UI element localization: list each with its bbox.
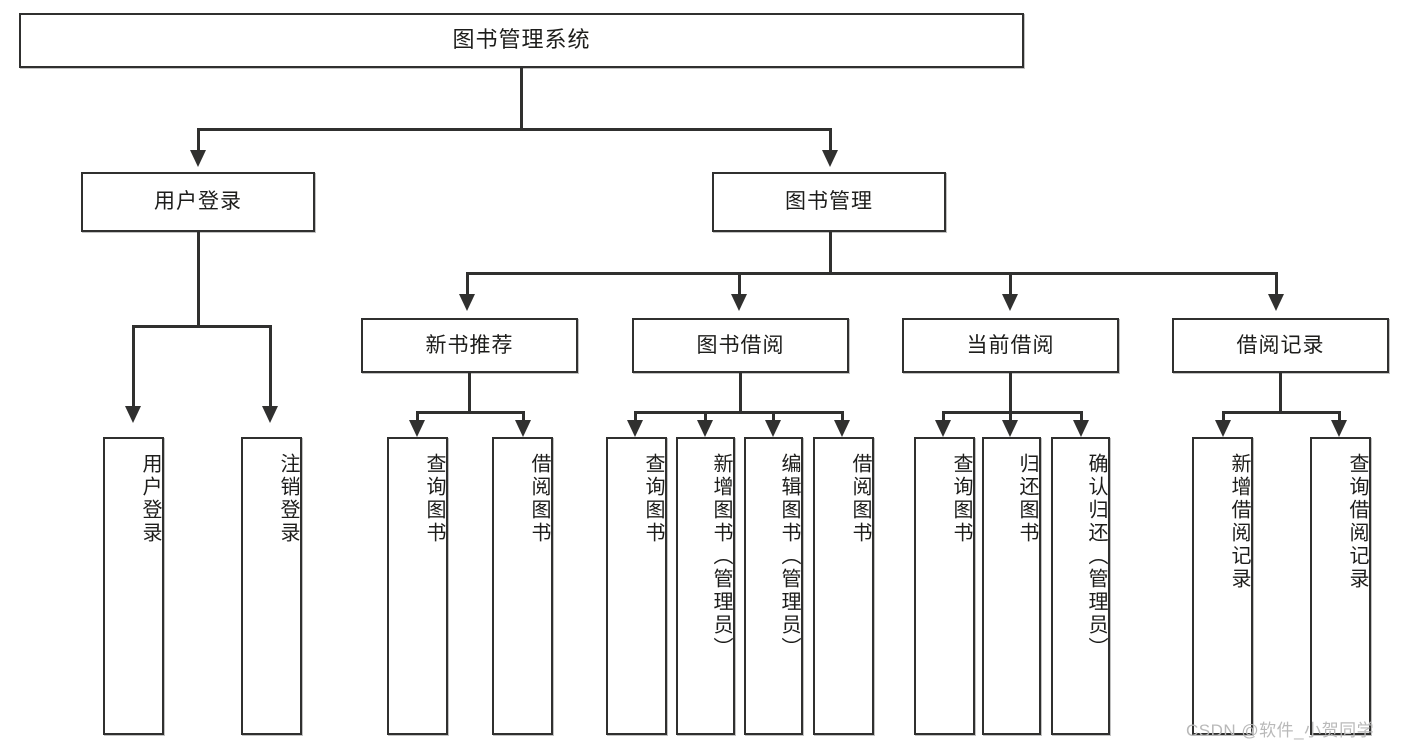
node-label: 查询图书: [950, 453, 972, 545]
node-new-book-rec[interactable]: 新书推荐: [361, 318, 578, 373]
arrow-to-leaf-confirm-return: [1073, 420, 1089, 437]
node-leaf-user-login[interactable]: 用户登录: [103, 437, 164, 735]
connector-user-login-stem: [197, 232, 200, 327]
arrow-to-leaf-add-book: [697, 420, 713, 437]
node-label: 归还图书: [1016, 453, 1038, 545]
connector-new-book-rec-drop-1: [416, 411, 419, 422]
csdn-watermark: CSDN @软件_小贺同学: [1186, 721, 1375, 740]
node-leaf-query-book-3[interactable]: 查询图书: [914, 437, 975, 735]
connector-new-book-rec-stem: [468, 373, 471, 413]
connector-current-borrow-bus: [942, 411, 1083, 414]
arrow-to-borrow-record: [1268, 294, 1284, 311]
connector-user-login-bus: [132, 325, 272, 328]
arrow-to-user-login: [190, 150, 206, 167]
connector-book-borrow-drop-1: [634, 411, 637, 422]
connector-level3-bus: [466, 272, 1278, 275]
node-leaf-edit-book[interactable]: 编辑图书（管理员）: [744, 437, 803, 735]
arrow-to-leaf-user-login: [125, 406, 141, 423]
connector-book-borrow-bus: [634, 411, 844, 414]
node-current-borrow[interactable]: 当前借阅: [902, 318, 1119, 373]
arrow-to-leaf-return-book: [1002, 420, 1018, 437]
connector-user-login-drop-2: [269, 325, 272, 408]
node-label: 借阅图书: [849, 453, 871, 545]
node-leaf-logout[interactable]: 注销登录: [241, 437, 302, 735]
connector-level2-drop-right: [829, 128, 832, 152]
connector-root-stem: [520, 68, 523, 130]
node-label: 新书推荐: [425, 333, 514, 357]
connector-borrow-record-bus: [1222, 411, 1341, 414]
node-label: 图书管理系统: [452, 27, 591, 53]
arrow-to-leaf-query-record: [1331, 420, 1347, 437]
node-leaf-add-book[interactable]: 新增图书（管理员）: [676, 437, 735, 735]
connector-new-book-rec-drop-2: [522, 411, 525, 422]
node-label: 当前借阅: [966, 333, 1055, 357]
node-leaf-query-book-2[interactable]: 查询图书: [606, 437, 667, 735]
connector-level3-drop-1: [466, 272, 469, 296]
connector-level2-drop-left: [197, 128, 200, 152]
arrow-to-leaf-add-record: [1215, 420, 1231, 437]
arrow-to-new-book-rec: [459, 294, 475, 311]
node-label: 查询借阅记录: [1346, 453, 1368, 591]
node-label: 借阅记录: [1236, 333, 1325, 357]
node-label: 注销登录: [277, 453, 299, 545]
node-label: 借阅图书: [528, 453, 550, 545]
node-label: 新增借阅记录: [1228, 453, 1250, 591]
node-label: 图书借阅: [696, 333, 785, 357]
connector-current-borrow-drop-1: [942, 411, 945, 422]
connector-borrow-record-drop-1: [1222, 411, 1225, 422]
node-book-manage[interactable]: 图书管理: [712, 172, 946, 232]
node-book-borrow[interactable]: 图书借阅: [632, 318, 849, 373]
connector-level3-drop-4: [1275, 272, 1278, 296]
node-user-login[interactable]: 用户登录: [81, 172, 315, 232]
arrow-to-book-manage: [822, 150, 838, 167]
node-leaf-query-book-1[interactable]: 查询图书: [387, 437, 448, 735]
node-leaf-borrow-book-2[interactable]: 借阅图书: [813, 437, 874, 735]
node-label: 新增图书（管理员）: [710, 453, 732, 660]
connector-book-borrow-stem: [739, 373, 742, 413]
arrow-to-leaf-borrow-book-2: [834, 420, 850, 437]
arrow-to-leaf-query-book-1: [409, 420, 425, 437]
connector-current-borrow-drop-3: [1080, 411, 1083, 422]
node-label: 查询图书: [423, 453, 445, 545]
connector-book-borrow-drop-4: [841, 411, 844, 422]
connector-current-borrow-drop-2: [1009, 411, 1012, 422]
node-leaf-return-book[interactable]: 归还图书: [982, 437, 1041, 735]
node-leaf-add-record[interactable]: 新增借阅记录: [1192, 437, 1253, 735]
connector-level3-drop-2: [738, 272, 741, 296]
node-leaf-borrow-book-1[interactable]: 借阅图书: [492, 437, 553, 735]
connector-borrow-record-stem: [1279, 373, 1282, 413]
arrow-to-leaf-borrow-book-1: [515, 420, 531, 437]
node-root-book-management-system[interactable]: 图书管理系统: [19, 13, 1024, 68]
node-label: 图书管理: [785, 190, 873, 214]
connector-book-borrow-drop-2: [704, 411, 707, 422]
connector-level2-bus: [197, 128, 832, 131]
arrow-to-leaf-logout: [262, 406, 278, 423]
node-borrow-record[interactable]: 借阅记录: [1172, 318, 1389, 373]
node-label: 用户登录: [154, 190, 242, 214]
connector-book-manage-stem: [829, 232, 832, 274]
arrow-to-leaf-edit-book: [765, 420, 781, 437]
arrow-to-current-borrow: [1002, 294, 1018, 311]
arrow-to-book-borrow: [731, 294, 747, 311]
connector-current-borrow-stem: [1009, 373, 1012, 413]
node-label: 查询图书: [642, 453, 664, 545]
node-leaf-confirm-return[interactable]: 确认归还（管理员）: [1051, 437, 1110, 735]
connector-book-borrow-drop-3: [772, 411, 775, 422]
node-label: 用户登录: [139, 453, 161, 545]
arrow-to-leaf-query-book-2: [627, 420, 643, 437]
arrow-to-leaf-query-book-3: [935, 420, 951, 437]
connector-new-book-rec-bus: [416, 411, 525, 414]
connector-user-login-drop-1: [132, 325, 135, 408]
connector-level3-drop-3: [1009, 272, 1012, 296]
node-leaf-query-record[interactable]: 查询借阅记录: [1310, 437, 1371, 735]
node-label: 编辑图书（管理员）: [778, 453, 800, 660]
node-label: 确认归还（管理员）: [1085, 453, 1107, 660]
connector-borrow-record-drop-2: [1338, 411, 1341, 422]
